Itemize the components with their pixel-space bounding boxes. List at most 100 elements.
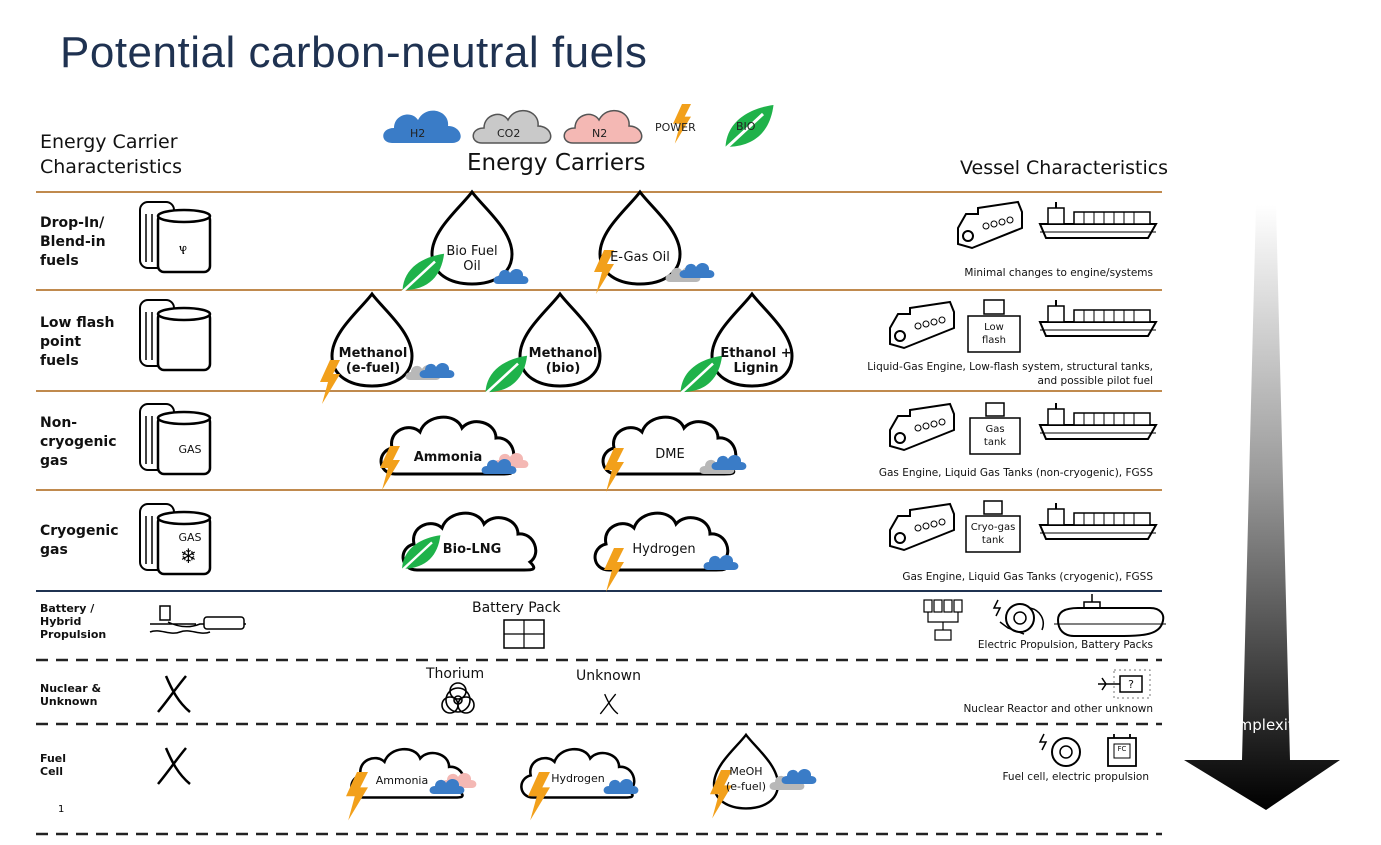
electric-motor-icon [1038, 733, 1081, 767]
row-cryogenic-graphics [138, 500, 1157, 592]
row-label-battery: Battery / Hybrid Propulsion [40, 602, 106, 641]
row-label-low-flash: Low flash point fuels [40, 314, 114, 371]
legend-power-label: POWER [655, 121, 696, 134]
battery-charging-icon [149, 605, 246, 634]
engine-icon [889, 503, 955, 551]
fuel-methanol-e-fuel: Methanol (e-fuel) [336, 346, 410, 376]
low-flash-box-label: Low flash [968, 321, 1020, 347]
row-label-line: Hybrid [40, 615, 82, 628]
legend-bio-label: BIO [736, 120, 756, 133]
unknown-cross-icon [599, 693, 619, 715]
page-title: Potential carbon-neutral fuels [60, 28, 648, 77]
vessel-description: Gas Engine, Liquid Gas Tanks (non-cryoge… [878, 467, 1153, 479]
fuel-label-line: (e-fuel) [726, 780, 766, 793]
vessel-description: Gas Engine, Liquid Gas Tanks (cryogenic)… [902, 571, 1153, 583]
row-label-line: fuels [40, 353, 79, 369]
box-label-line: tank [983, 437, 1007, 448]
vessel-description: Liquid-Gas Engine, Low-flash system, str… [867, 360, 1153, 388]
box-label-line: Gas [985, 424, 1005, 435]
row-label-non-cryogenic: Non- cryogenic gas [40, 414, 117, 471]
unknown-box-label: ? [1128, 678, 1134, 691]
vessel-description: Minimal changes to engine/systems [964, 267, 1153, 279]
fuel-methanol-bio: Methanol (bio) [526, 346, 600, 376]
fuel-label-line: Oil [463, 259, 481, 274]
row-nuclear-graphics [156, 669, 1151, 715]
h2-cloud-icon [419, 363, 455, 378]
row-label-line: Low flash [40, 315, 115, 331]
engine-icon [889, 301, 955, 349]
separators [36, 191, 1162, 836]
electric-motor-icon [992, 599, 1044, 635]
battery-pack-label: Battery Pack [472, 600, 561, 616]
row-label-line: gas [40, 542, 68, 558]
thorium-label: Thorium [426, 666, 485, 682]
row-label-line: Cell [40, 765, 64, 778]
fc-label: FC [1117, 745, 1127, 753]
box-label-line: tank [981, 535, 1005, 546]
fuel-label-line: Ethanol + [720, 346, 792, 361]
header-line: Characteristics [40, 156, 183, 178]
gas-tank-box [969, 417, 1021, 455]
row-label-line: Fuel [40, 752, 67, 765]
not-applicable-cross-icon [156, 746, 192, 786]
fuel-drop [598, 190, 682, 286]
fuel-bio-fuel-oil: Bio Fuel Oil [432, 244, 512, 274]
row-label-line: Propulsion [40, 628, 107, 641]
fuel-label-line: Methanol [528, 346, 598, 361]
complexity-label: Complexity [1218, 716, 1303, 734]
vessel-description-line: and possible pilot fuel [1037, 375, 1153, 387]
row-label-line: Cryogenic [40, 523, 119, 539]
engine-icon [957, 201, 1023, 249]
fuel-label-line: Bio Fuel [446, 244, 498, 259]
tank-icon [138, 200, 212, 274]
row-drop-in-graphics: ⳡ [138, 190, 1157, 296]
row-label-fuel-cell: Fuel Cell [40, 752, 66, 778]
fuel-dme: DME [655, 447, 685, 462]
low-flash-box [967, 315, 1021, 353]
legend-h2-label: H2 [410, 127, 426, 140]
header-line: Energy Carrier [40, 131, 178, 153]
nuclear-reactor-icon [1098, 669, 1151, 699]
fuel-e-gas-oil: E-Gas Oil [610, 250, 670, 265]
ship-icon [1039, 299, 1157, 337]
battery-rack-icon [923, 599, 963, 641]
biohazard-icon [441, 682, 475, 714]
vessel-description: Nuclear Reactor and other unknown [963, 703, 1153, 715]
h2-cloud-icon [383, 110, 461, 143]
vessel-description: Electric Propulsion, Battery Packs [977, 639, 1153, 651]
fuel-hydrogen: Hydrogen [632, 542, 696, 557]
row-label-line: Blend-in [40, 234, 106, 250]
fuel-bio-lng: Bio-LNG [442, 542, 502, 557]
vessel-description-line: Liquid-Gas Engine, Low-flash system, str… [867, 361, 1153, 373]
tank-label: GAS [178, 443, 202, 456]
box-label-line: Cryo-gas [970, 522, 1016, 533]
row-label-line: cryogenic [40, 434, 117, 450]
snowflake-icon: ❄ [180, 544, 197, 568]
row-label-line: Drop-In/ [40, 215, 105, 231]
row-label-line: fuels [40, 253, 79, 269]
fuel-ammonia: Ammonia [413, 450, 483, 465]
fuel-label-line: (e-fuel) [345, 361, 401, 376]
engine-icon [889, 403, 955, 451]
h2-cloud-icon [781, 769, 817, 784]
row-label-line: Nuclear & [40, 682, 102, 695]
energy-carriers-header: Energy Carriers [467, 150, 646, 176]
row-label-line: Unknown [40, 695, 98, 708]
row-label-drop-in: Drop-In/ Blend-in fuels [40, 214, 106, 271]
fuel-label-line: (bio) [545, 361, 581, 376]
energy-carrier-characteristics-header: Energy Carrier Characteristics [40, 130, 182, 180]
fuel-ethanol-lignin: Ethanol + Lignin [718, 346, 794, 376]
h2-cloud-icon [679, 263, 715, 278]
row-label-cryogenic: Cryogenic gas [40, 522, 119, 560]
box-label-line: flash [982, 335, 1006, 346]
svg-text:ⳡ: ⳡ [179, 238, 187, 259]
row-label-line: gas [40, 453, 68, 469]
fuel-label-line: Lignin [733, 361, 779, 376]
fuel-label-line: MeOH [729, 765, 763, 778]
row-non-cryogenic-graphics [138, 402, 1157, 492]
row-battery-graphics [149, 594, 1166, 649]
gas-tank-box-label: Gas tank [970, 423, 1020, 449]
row-label-line: Non- [40, 415, 78, 431]
row-low-flash-graphics [138, 292, 1157, 404]
